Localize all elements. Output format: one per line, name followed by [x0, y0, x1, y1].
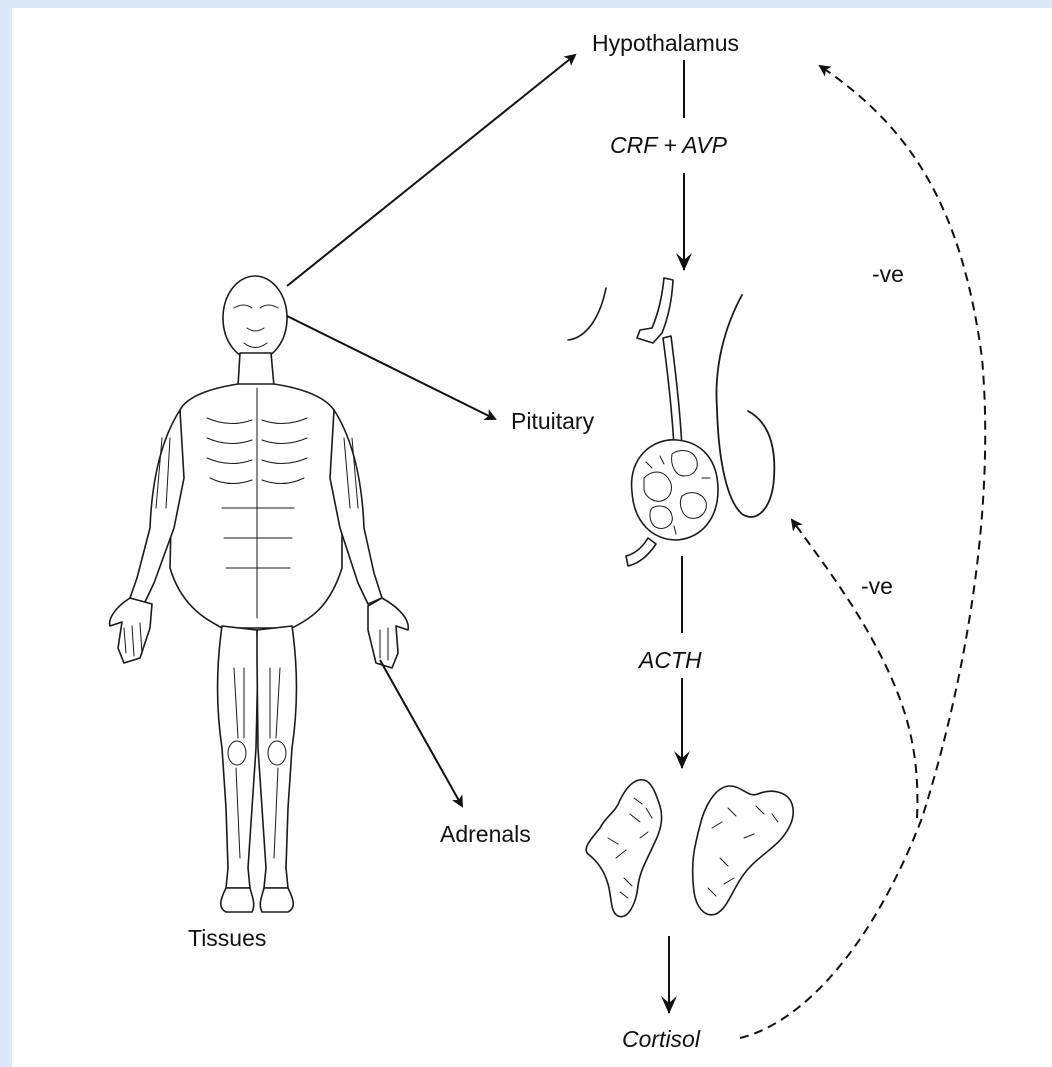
label-cortisol: Cortisol	[622, 1026, 701, 1052]
label-adrenals: Adrenals	[440, 821, 531, 847]
human-body-illustration	[110, 276, 409, 912]
adrenal-glands-illustration	[586, 780, 793, 917]
pituitary-gland-illustration	[568, 278, 774, 566]
label-neg-feedback-inner: -ve	[861, 573, 893, 599]
label-neg-feedback-outer: -ve	[872, 261, 904, 287]
negative-feedback-to-pituitary	[792, 520, 917, 818]
diagram-page: Hypothalamus CRF + AVP -ve Pituitary -ve…	[12, 8, 1052, 1067]
label-pituitary: Pituitary	[511, 408, 595, 434]
arrow-tissues-to-hypothalamus	[287, 55, 575, 286]
label-tissues: Tissues	[188, 925, 266, 951]
hpa-axis-diagram: Hypothalamus CRF + AVP -ve Pituitary -ve…	[12, 8, 1052, 1067]
label-hypothalamus: Hypothalamus	[592, 30, 739, 56]
negative-feedback-to-hypothalamus	[740, 66, 985, 1038]
label-crf-avp: CRF + AVP	[610, 132, 728, 158]
label-acth: ACTH	[637, 647, 702, 673]
arrow-tissues-to-adrenals	[380, 660, 462, 806]
